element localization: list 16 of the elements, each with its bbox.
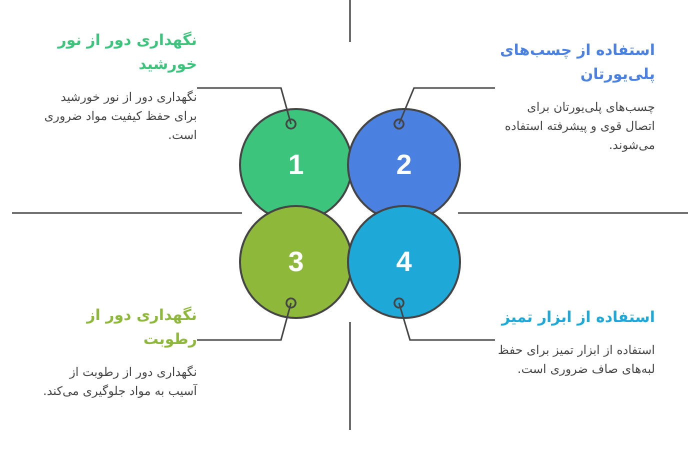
- description: چسب‌های پلی‌یورتان برای اتصال قوی و پیشرفته استفاده می‌شوند.: [504, 99, 655, 154]
- circle-number: 3: [288, 246, 304, 278]
- leader-line: [197, 87, 296, 130]
- heading: استفاده از چسب‌های پلی‌یورتان: [499, 40, 655, 85]
- description: استفاده از ابزار تمیز برای حفظ لبه‌های صاف ضروری است.: [496, 342, 655, 378]
- description: نگهداری دور از رطوبت از آسیب به مواد جلوگیری می‌کند.: [42, 364, 197, 400]
- heading: نگهداری دور از رطوبت: [85, 305, 197, 350]
- leader-line: [394, 87, 495, 130]
- heading: استفاده از ابزار تمیز: [500, 307, 655, 328]
- heading: نگهداری دور از نور خورشید: [56, 30, 197, 75]
- circle-number: 1: [288, 149, 304, 181]
- description: نگهداری دور از نور خورشید برای حفظ کیفیت مواد ضروری است.: [43, 89, 197, 144]
- circle-number: 4: [396, 246, 412, 278]
- leader-line: [197, 298, 296, 341]
- leader-line: [394, 298, 495, 341]
- circle-number: 2: [396, 149, 412, 181]
